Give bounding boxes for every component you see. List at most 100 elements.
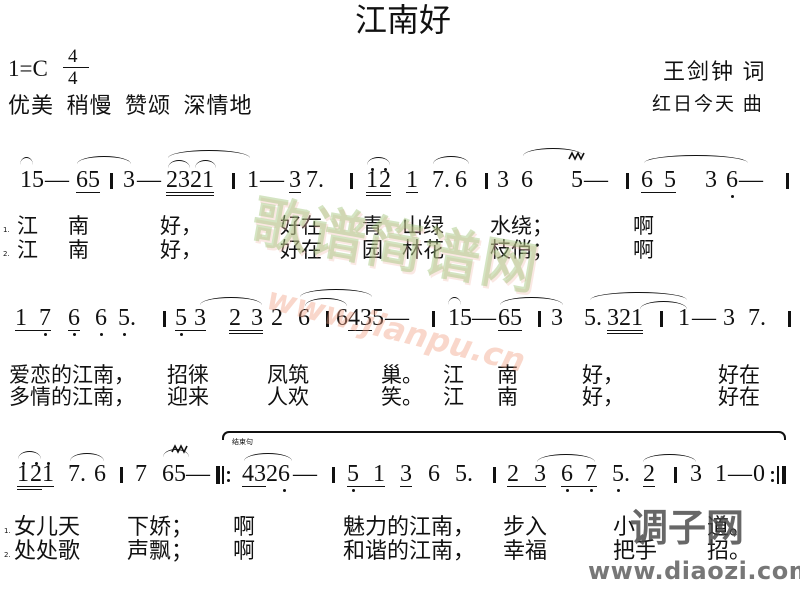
note-extension: — (692, 305, 716, 331)
time-signature-bottom: 4 (68, 68, 78, 89)
composer-credit: 红日今天 曲 (652, 94, 764, 115)
barline (432, 311, 435, 327)
note: 6 (68, 305, 80, 336)
barline (326, 311, 329, 327)
lyric: 魅力的江南， (343, 514, 476, 539)
note: 2 (229, 305, 241, 331)
note: 1 (17, 461, 29, 487)
lyric: 处处歌 (14, 538, 81, 563)
slur (523, 148, 583, 156)
slur (168, 160, 190, 168)
repeat-bar-thin (777, 466, 779, 484)
repeat-dot (771, 479, 774, 482)
note: 3 (123, 167, 135, 193)
lyric: 好在 (280, 214, 322, 238)
lyric: 把手 (613, 538, 658, 563)
repeat-bar-thin (222, 466, 224, 484)
beam-group: 6 (95, 306, 107, 336)
lyric: 江 (443, 363, 464, 387)
slur (77, 156, 131, 164)
note: 6 (641, 167, 653, 193)
mordent-icon (171, 444, 188, 454)
slur (448, 297, 461, 305)
note: 3 (194, 305, 206, 331)
song-title: 江南好 (355, 2, 452, 38)
lyric: 江 (17, 214, 38, 238)
note: 43 (242, 461, 266, 487)
rest: 0 (753, 461, 765, 487)
lyric: 南 (497, 363, 518, 387)
note: 2 (30, 461, 42, 487)
note: 5. (455, 461, 473, 487)
note: 7. (432, 167, 450, 193)
lyric: 好在 (718, 385, 760, 409)
lyric: 步入 (503, 514, 548, 539)
slur (367, 157, 390, 165)
note: 6 (521, 167, 533, 193)
note: 3 (400, 461, 412, 487)
verse-marker: 1. (3, 226, 10, 234)
note: 15 (448, 305, 472, 331)
lyric: 好在 (718, 363, 760, 387)
lyricist-credit: 王剑钟 词 (663, 59, 767, 84)
slur (305, 298, 347, 306)
note: 5 (175, 305, 187, 336)
lyric: 啊 (233, 514, 256, 539)
lyric: 好， (160, 214, 202, 238)
barline (110, 173, 113, 189)
note: 15 (20, 167, 44, 193)
note-extension: — (186, 461, 210, 487)
note-extension: — (45, 167, 69, 193)
note: 1 (373, 461, 385, 487)
note-extension: — (260, 167, 284, 193)
note-extension: — (728, 461, 752, 487)
note: 3 (497, 167, 509, 193)
note: 1 (15, 305, 27, 331)
barline (786, 173, 789, 189)
lyric: 巢。 (381, 363, 423, 387)
lyric: 青 (362, 214, 383, 238)
slur (433, 156, 469, 164)
lyric: 笑。 (381, 385, 423, 409)
section-label: 结束句 (232, 438, 253, 446)
lyric: 园 (362, 238, 383, 262)
verse-marker: 1. (4, 527, 11, 535)
beam-group: 12 (366, 168, 391, 196)
note: 5 (347, 461, 359, 492)
note-extension: — (739, 167, 763, 193)
slur (644, 155, 748, 163)
ending-phrase-bracket (222, 431, 786, 440)
mordent-icon (568, 151, 585, 161)
note: 2 (266, 461, 278, 487)
slur (500, 297, 563, 305)
note-extension: — (385, 305, 409, 331)
lyric: 凤筑 (267, 363, 309, 387)
note: 5 (372, 305, 384, 331)
note: 2 (507, 461, 519, 487)
barline (120, 467, 123, 483)
barline (485, 173, 488, 189)
note: 2 (271, 305, 283, 331)
slur (537, 454, 595, 462)
note: 7. (68, 461, 86, 487)
lyric: 好在 (280, 238, 322, 262)
note-extension: — (293, 461, 317, 487)
note: 2321 (166, 168, 214, 196)
lyric: 好， (582, 385, 624, 409)
note-extension: — (472, 305, 496, 331)
repeat-dot (227, 471, 230, 474)
note: 3 (690, 461, 702, 487)
note: 7. (748, 305, 766, 331)
tempo-marking: 优美 稍慢 赞颂 深情地 (8, 93, 253, 118)
note: 7 (39, 305, 51, 336)
repeat-bar-thick (216, 466, 220, 484)
note-extension: — (137, 167, 161, 193)
note: 6 (336, 305, 348, 331)
note: 6 (455, 167, 467, 193)
slur (70, 453, 104, 461)
lyric: 江 (17, 238, 38, 262)
lyric: 迎来 (167, 385, 209, 409)
lyric: 水绕； (490, 214, 553, 238)
